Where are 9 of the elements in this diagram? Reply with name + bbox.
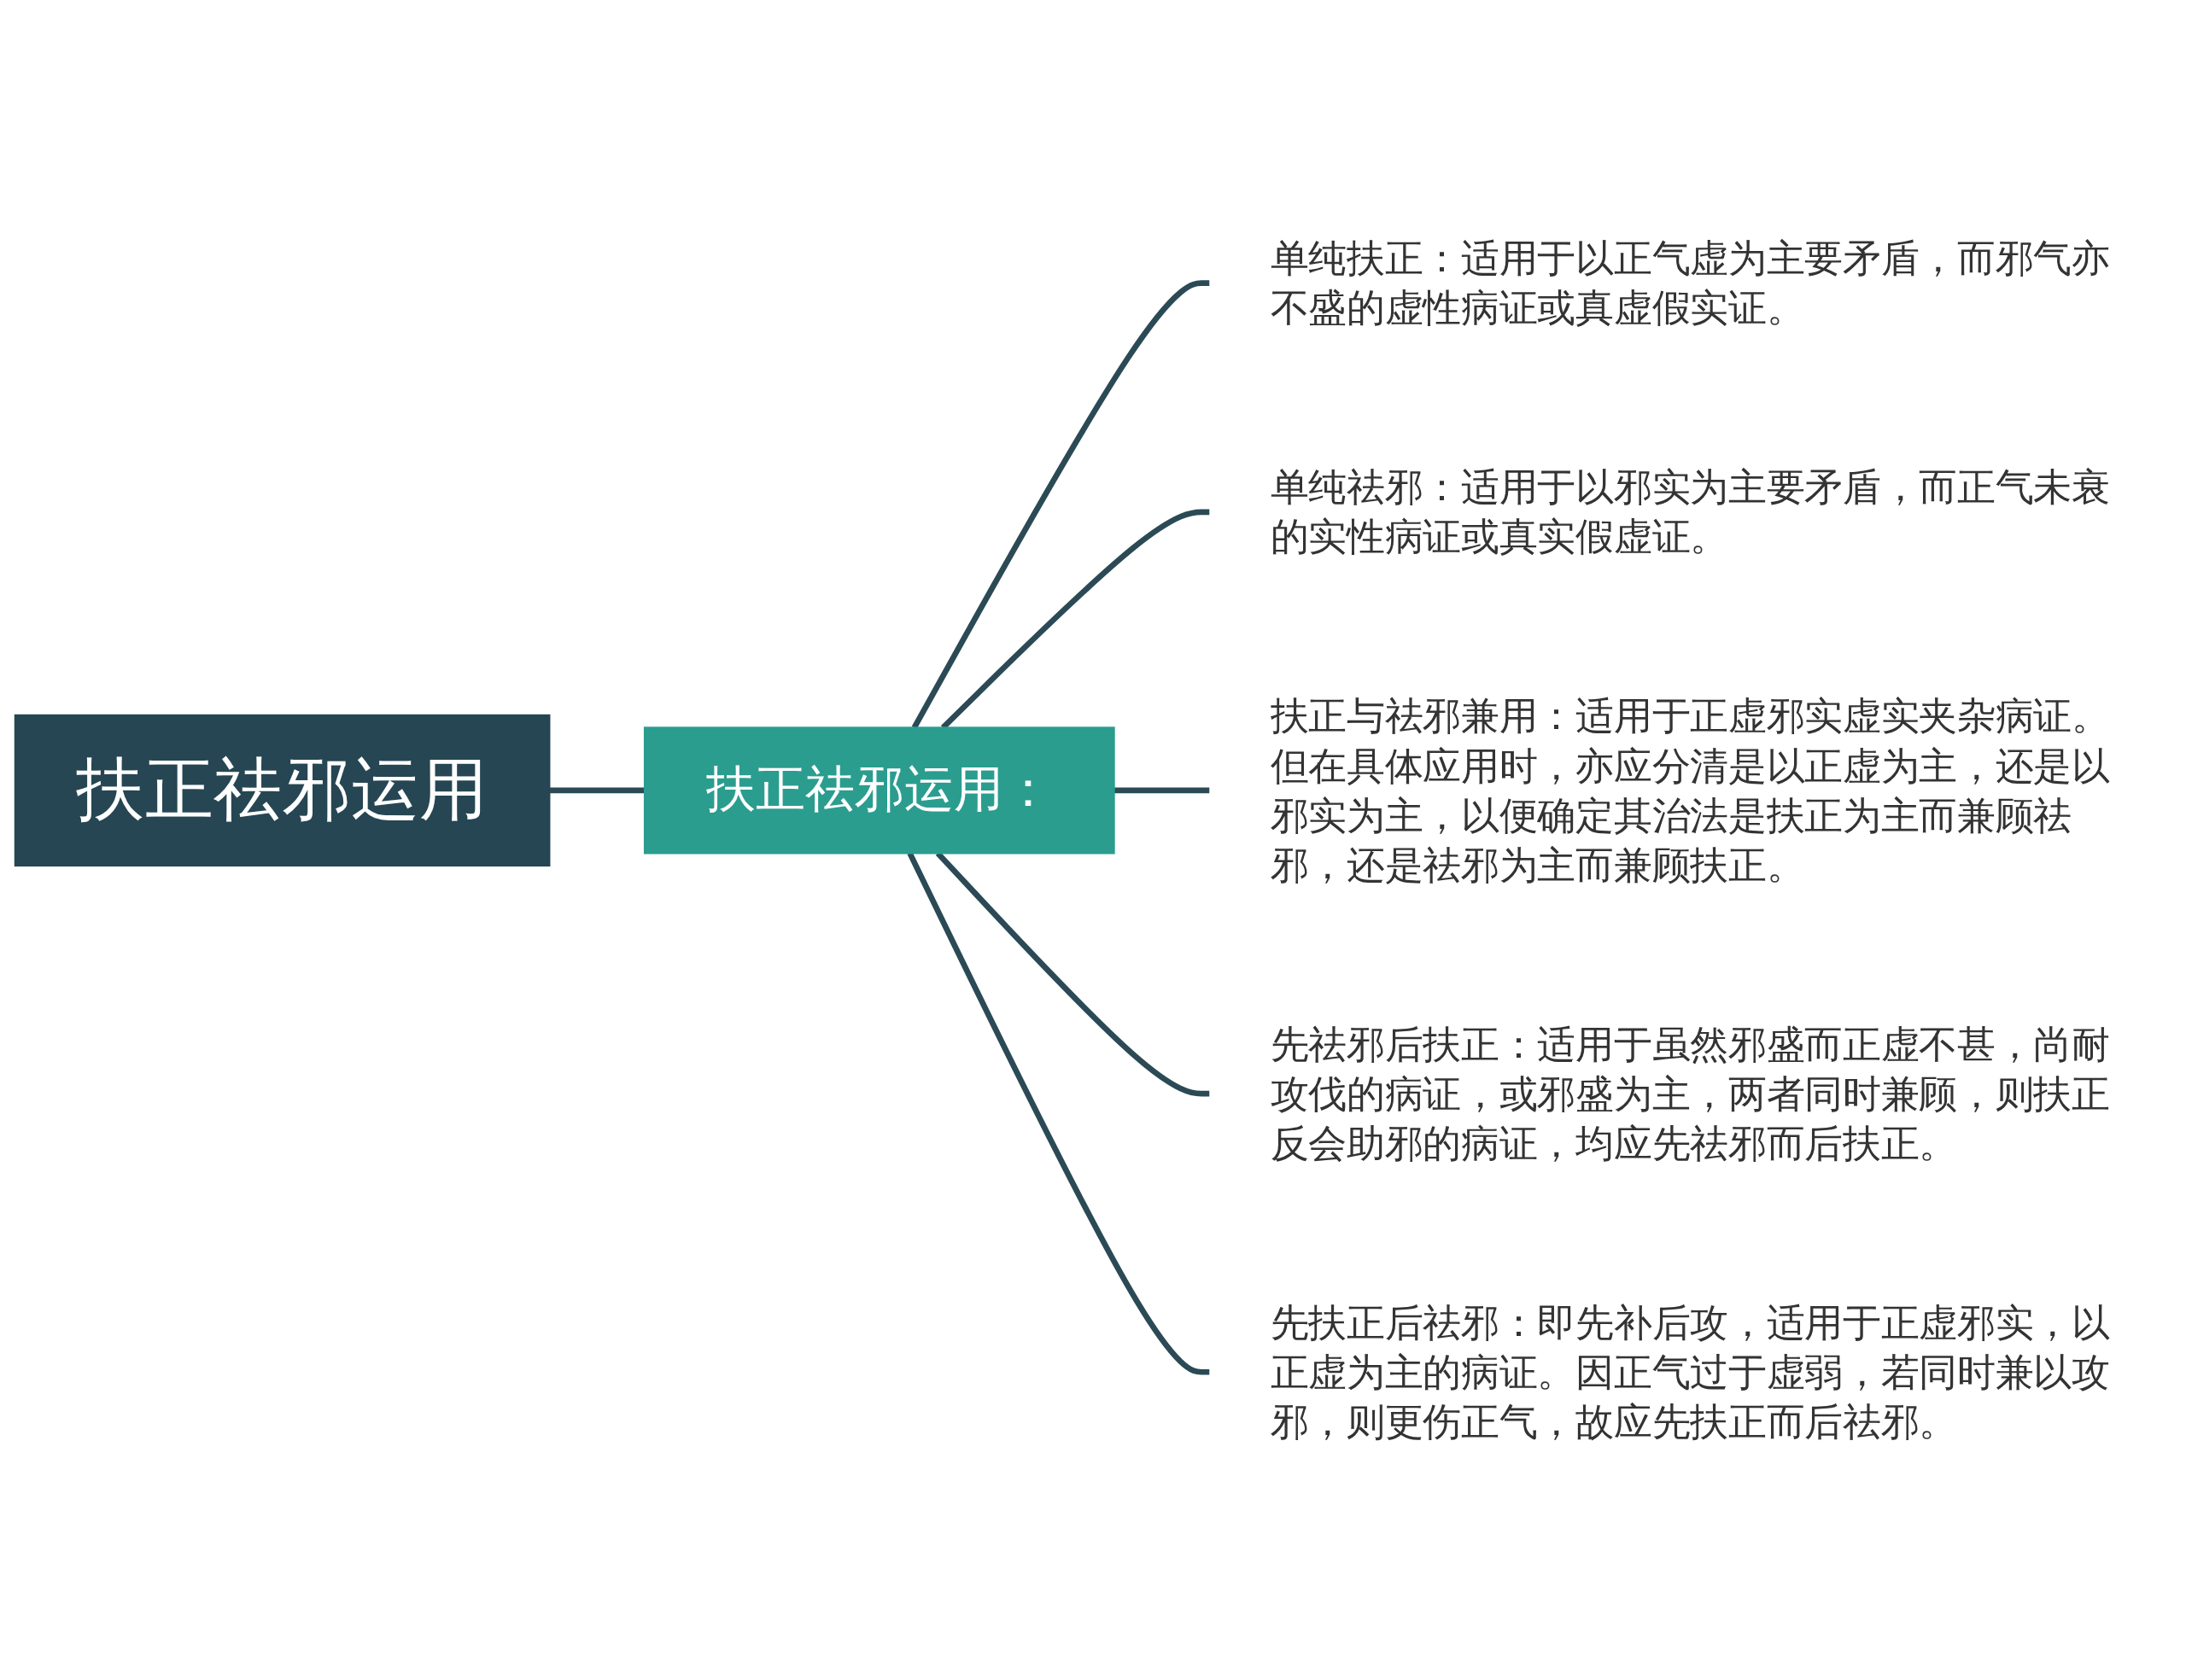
node-text: 扶正与祛邪兼用：适用于正虚邪实虚实夹杂病证。但在具体应用时，亦应分清是以正虚为主，还是以邪实为主，以便确定其治法是扶正为主而兼顾祛邪，还是祛邪为主而兼顾扶正。 — [1270, 692, 2110, 888]
node-box: 扶正祛邪运用： — [643, 726, 1115, 855]
node-text: 单纯祛邪：适用于以邪实为主要矛盾，而正气未衰的实性病证或真实假虚证。 — [1270, 464, 2110, 560]
node-text: 单纯扶正：适用于以正气虚为主要矛盾，而邪气亦不盛的虚性病证或真虚假实证。 — [1270, 235, 2110, 331]
node-box: 扶正祛邪运用 — [14, 714, 551, 867]
node-text: 先扶正后祛邪：即先补后攻，适用于正虚邪实，以正虚为主的病证。因正气过于虚弱，若同时兼以攻邪，则更伤正气，故应先扶正而后祛邪。 — [1270, 1299, 2110, 1445]
node-text: 先祛邪后扶正：适用于虽然邪盛而正虚不甚，尚耐攻伐的病证，或邪盛为主，两者同时兼顾，则扶正反会助邪的病证，均应先祛邪而后扶正。 — [1270, 1021, 2110, 1166]
connector — [1113, 787, 1210, 794]
connector — [549, 787, 646, 794]
